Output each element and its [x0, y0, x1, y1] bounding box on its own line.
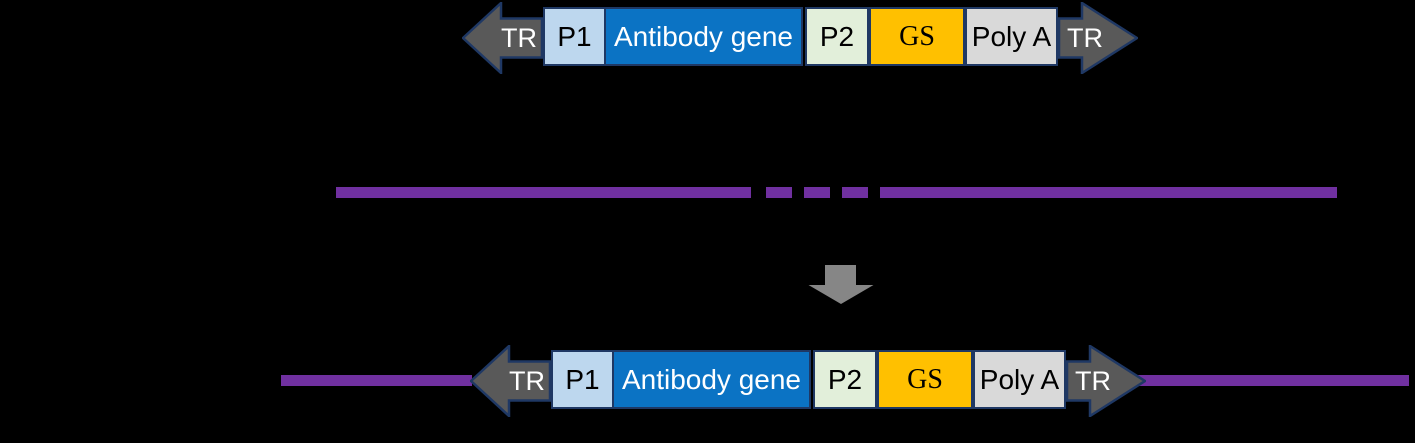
antibody-gene-box: Antibody gene	[612, 350, 811, 409]
genome-line-dash-1	[766, 187, 792, 198]
p2-promoter-box: P2	[805, 7, 869, 66]
tr-right-label: TR	[1067, 22, 1103, 53]
donor-construct: TR P1 Antibody gene P2 GS Poly A TR	[462, 2, 1138, 74]
p1-promoter-box: P1	[543, 7, 606, 66]
tr-left-label: TR	[501, 22, 537, 53]
p2-promoter-box: P2	[813, 350, 877, 409]
tr-left-label: TR	[509, 365, 545, 396]
genome-line-dash-3	[842, 187, 868, 198]
genome-line-left-segment	[336, 187, 751, 198]
genome-line-dash-2	[804, 187, 830, 198]
integrated-construct: TR P1 Antibody gene P2 GS Poly A TR	[470, 345, 1146, 417]
p1-promoter-box: P1	[551, 350, 614, 409]
tr-arrow-left-icon	[470, 345, 551, 417]
integrated-genome-line-right	[1130, 375, 1409, 386]
polya-box: Poly A	[973, 350, 1066, 409]
tr-arrow-right-icon	[1058, 2, 1138, 74]
tr-right-label: TR	[1075, 365, 1111, 396]
antibody-gene-box: Antibody gene	[604, 7, 803, 66]
genome-line-right-segment	[880, 187, 1337, 198]
integrated-genome-line-left	[281, 375, 472, 386]
gs-marker-box: GS	[869, 7, 965, 66]
down-arrow-icon	[808, 265, 874, 304]
tr-arrow-left-icon	[462, 2, 543, 74]
polya-box: Poly A	[965, 7, 1058, 66]
tr-arrow-right-icon	[1066, 345, 1146, 417]
gs-marker-box: GS	[877, 350, 973, 409]
